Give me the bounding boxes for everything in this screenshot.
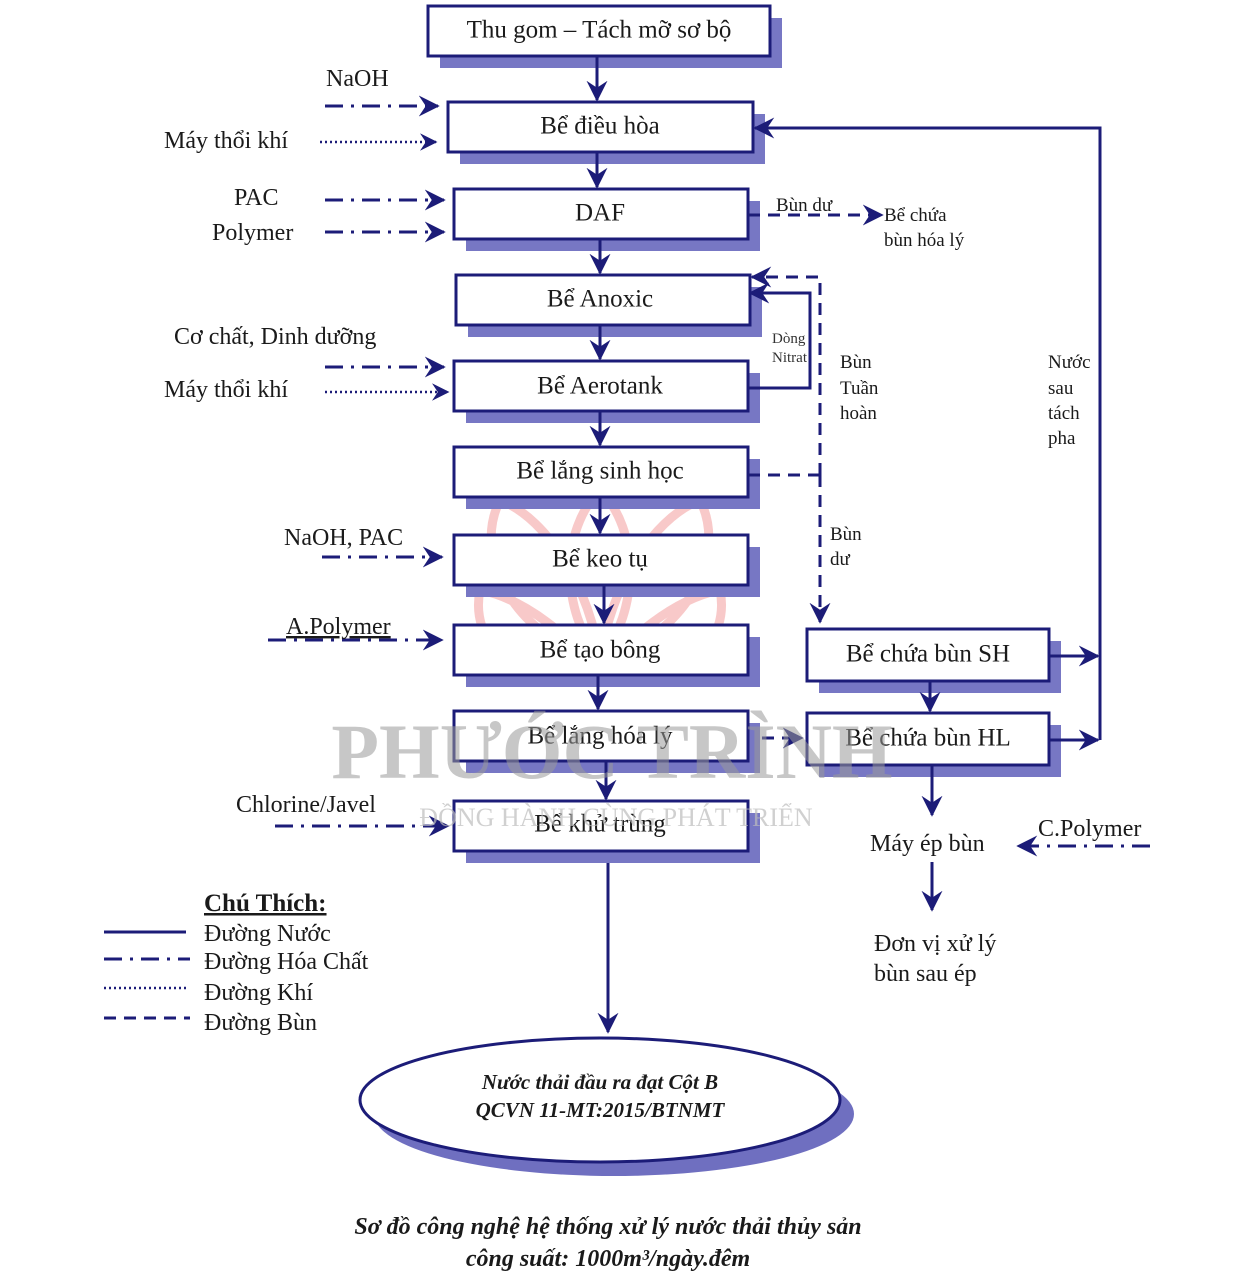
box-chem-settling-label: Bể lắng hóa lý [527, 723, 673, 750]
label-sludge-disposal-1: Đơn vị xử lý [874, 931, 996, 957]
label-nitrate-1: Dòng [772, 331, 806, 347]
sludge-lines [748, 204, 884, 749]
label-return-water-2: sau [1048, 378, 1074, 399]
box-bio-sludge-tank-label: Bể chứa bùn SH [846, 641, 1010, 668]
box-bio-sludge-tank: Bể chứa bùn SH [805, 627, 1061, 693]
label-chem-sludge-tank-1: Bể chứa [884, 205, 947, 226]
air-lines [320, 133, 450, 401]
legend-item-air: Đường Khí [204, 980, 313, 1006]
input-label-substrate: Cơ chất, Dinh dưỡng [174, 324, 376, 350]
effluent-line-1: Nước thải đầu ra đạt Cột B [481, 1070, 718, 1094]
box-aerotank: Bể Aerotank [452, 359, 760, 423]
input-label-chlorine: Chlorine/Javel [236, 792, 376, 818]
label-excess-sludge-bio-2: dư [830, 549, 851, 570]
input-label-polymer: Polymer [212, 220, 293, 246]
input-label-blower-1: Máy thổi khí [164, 128, 288, 154]
label-chem-sludge-tank-2: bùn hóa lý [884, 230, 965, 251]
label-sludge-press: Máy ép bùn [870, 831, 985, 857]
label-excess-sludge-daf: Bùn dư [776, 195, 833, 216]
box-chem-settling: Bể lắng hóa lý [452, 709, 760, 773]
watermark-brand: PHƯỚC TRÌNH [331, 708, 892, 795]
input-label-pac: PAC [234, 185, 278, 211]
caption-line-1: Sơ đồ công nghệ hệ thống xử lý nước thải… [354, 1214, 861, 1240]
label-recirc-1: Bùn [840, 352, 872, 373]
label-recirc-3: hoàn [840, 403, 877, 424]
legend-item-water: Đường Nước [204, 921, 331, 947]
input-label-blower-2: Máy thổi khí [164, 377, 288, 403]
box-collection-label: Thu gom – Tách mỡ sơ bộ [467, 17, 732, 44]
water-flow-lines [586, 56, 1102, 1034]
legend: Chú Thích: Đường Nước Đường Hóa Chất Đườ… [104, 890, 369, 1036]
label-excess-sludge-bio-1: Bùn [830, 524, 862, 545]
box-equalization: Bể điều hòa [446, 100, 765, 164]
box-disinfection-label: Bể khử trùng [534, 811, 666, 838]
label-return-water-4: pha [1048, 428, 1076, 449]
label-return-water-1: Nước [1048, 352, 1091, 373]
box-coagulation-label: Bể keo tụ [552, 546, 648, 573]
box-chem-sludge-tank-label: Bể chứa bùn HL [845, 725, 1011, 752]
box-collection: Thu gom – Tách mỡ sơ bộ [426, 4, 782, 68]
box-disinfection: Bể khử trùng [452, 799, 760, 863]
label-sludge-disposal-2: bùn sau ép [874, 961, 977, 987]
input-label-naoh-pac: NaOH, PAC [284, 525, 403, 551]
box-anoxic: Bể Anoxic [454, 273, 762, 337]
chemical-lines [268, 95, 1150, 857]
box-coagulation: Bể keo tụ [452, 533, 760, 597]
box-chem-sludge-tank: Bể chứa bùn HL [805, 711, 1061, 777]
input-label-a-polymer: A.Polymer [286, 614, 391, 640]
legend-title: Chú Thích: [204, 890, 327, 917]
box-bio-settling-label: Bể lắng sinh học [516, 458, 683, 485]
box-flocculation: Bể tạo bông [452, 623, 760, 687]
box-daf-label: DAF [575, 200, 625, 227]
caption-line-2: công suất: 1000m³/ngày.đêm [466, 1246, 750, 1272]
box-bio-settling: Bể lắng sinh học [452, 445, 760, 509]
effluent-line-2: QCVN 11-MT:2015/BTNMT [476, 1098, 726, 1122]
box-equalization-label: Bể điều hòa [540, 113, 659, 140]
label-return-water-3: tách [1048, 403, 1080, 424]
input-label-naoh: NaOH [326, 66, 389, 92]
box-aerotank-label: Bể Aerotank [537, 373, 663, 400]
input-label-c-polymer: C.Polymer [1038, 816, 1141, 842]
box-anoxic-label: Bể Anoxic [547, 286, 653, 313]
effluent-ellipse: Nước thải đầu ra đạt Cột B QCVN 11-MT:20… [358, 1036, 854, 1176]
box-flocculation-label: Bể tạo bông [540, 637, 661, 664]
legend-item-chemical: Đường Hóa Chất [204, 949, 369, 975]
box-daf: DAF [452, 187, 760, 251]
legend-item-sludge: Đường Bùn [204, 1010, 317, 1036]
label-nitrate-2: Nitrat [772, 350, 808, 366]
label-recirc-2: Tuần [840, 378, 879, 399]
watermark-slogan: ĐỒNG HÀNH CÙNG PHÁT TRIỂN [419, 803, 813, 832]
